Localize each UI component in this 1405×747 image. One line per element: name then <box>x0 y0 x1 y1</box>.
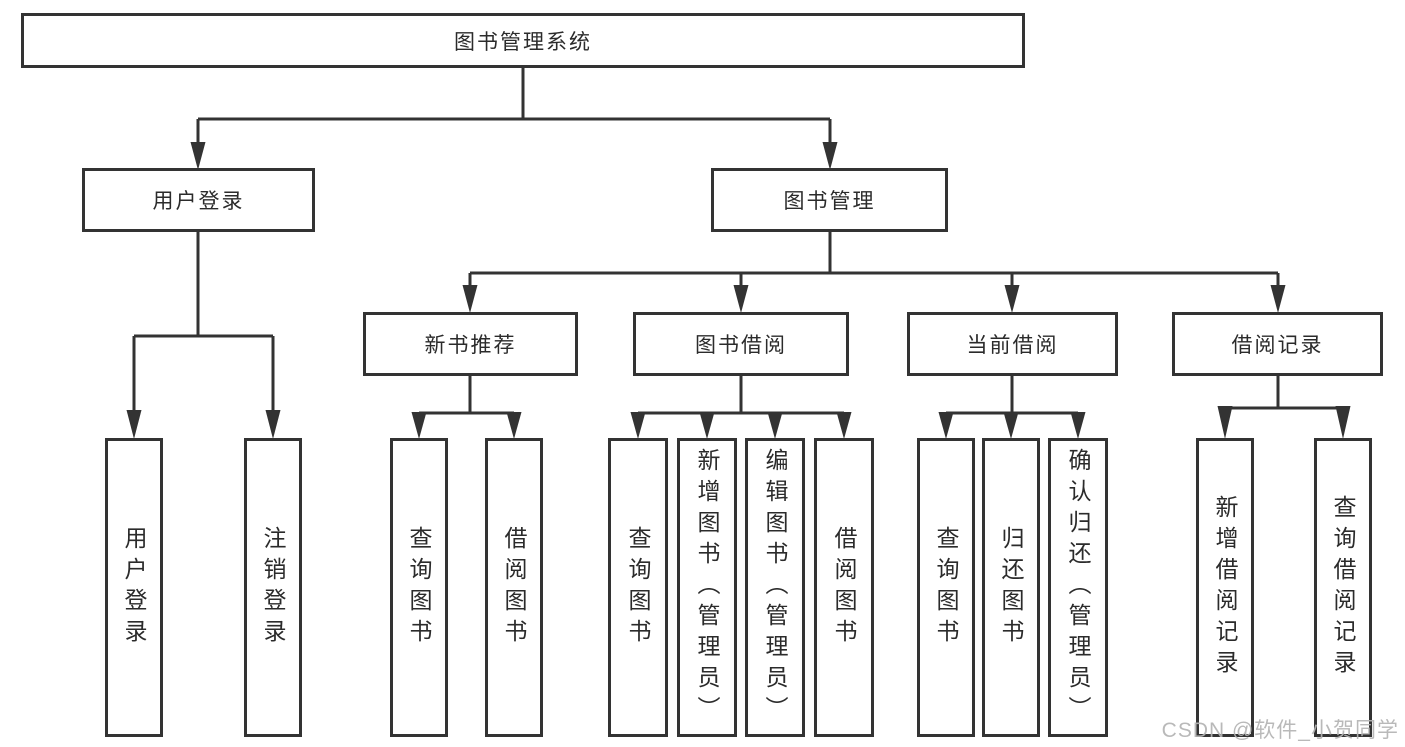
leaf-logout: 注销登录 <box>244 438 302 737</box>
arrowhead <box>462 285 478 313</box>
leaf-add-book-admin: 新增图书（管理员） <box>677 438 737 737</box>
node-root: 图书管理系统 <box>21 13 1025 68</box>
leaf-confirm-return-admin: 确认归还（管理员） <box>1048 438 1108 737</box>
arrowhead <box>190 142 206 170</box>
arrowhead <box>699 412 715 439</box>
leaf-query-book-2: 查询图书 <box>608 438 668 737</box>
arrowhead <box>1003 412 1019 439</box>
leaf-query-book-1: 查询图书 <box>390 438 448 737</box>
leaf-user-login: 用户登录 <box>105 438 163 737</box>
arrowhead <box>630 412 646 439</box>
arrowhead <box>126 410 142 439</box>
arrowhead <box>411 412 427 439</box>
node-borrow-records: 借阅记录 <box>1172 312 1383 376</box>
arrowhead <box>1270 285 1286 313</box>
arrowhead <box>836 412 852 439</box>
arrowhead <box>767 412 783 439</box>
arrowhead <box>1004 285 1020 313</box>
arrowhead <box>938 412 954 439</box>
arrowhead <box>1335 406 1351 439</box>
node-current-borrow: 当前借阅 <box>907 312 1118 376</box>
leaf-query-book-3: 查询图书 <box>917 438 975 737</box>
leaf-edit-book-admin: 编辑图书（管理员） <box>745 438 805 737</box>
csdn-watermark: CSDN @软件_小贺同学 <box>1161 719 1399 742</box>
arrowhead <box>265 410 281 439</box>
leaf-return-book: 归还图书 <box>982 438 1040 737</box>
leaf-borrow-book-1: 借阅图书 <box>485 438 543 737</box>
leaf-query-borrow-record: 查询借阅记录 <box>1314 438 1372 737</box>
arrowhead <box>1217 406 1233 439</box>
arrowhead <box>1070 412 1086 439</box>
leaf-add-borrow-record: 新增借阅记录 <box>1196 438 1254 737</box>
node-book-management: 图书管理 <box>711 168 948 232</box>
node-user-login: 用户登录 <box>82 168 315 232</box>
arrowhead <box>822 142 838 170</box>
arrowhead <box>506 412 522 439</box>
arrowhead <box>733 285 749 313</box>
node-new-book-recommend: 新书推荐 <box>363 312 578 376</box>
leaf-borrow-book-2: 借阅图书 <box>814 438 874 737</box>
node-book-borrow: 图书借阅 <box>633 312 849 376</box>
